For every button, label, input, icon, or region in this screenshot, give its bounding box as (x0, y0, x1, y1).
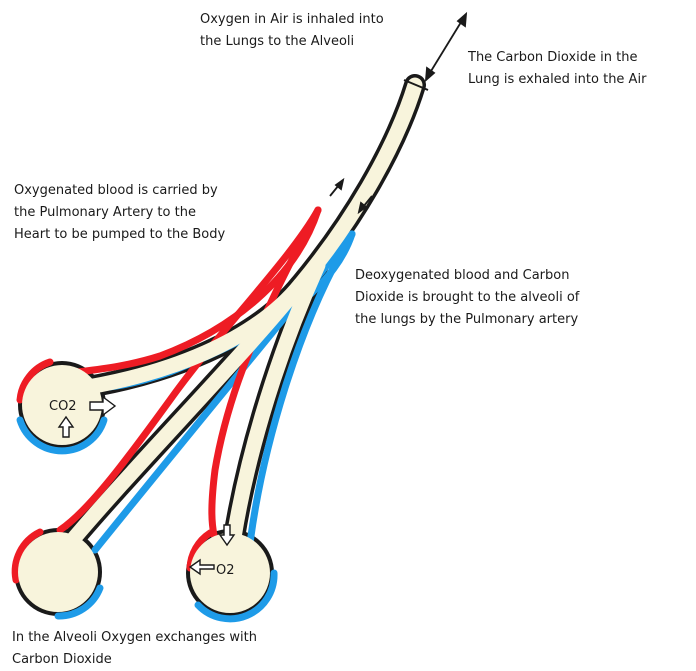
o2-label: O2 (216, 563, 235, 578)
co2-label: CO2 (49, 399, 77, 414)
exhale-line-2: Lung is exhaled into the Air (468, 69, 646, 91)
oxygenated-line-1: Oxygenated blood is carried by (14, 180, 225, 202)
oxygenated-blood-label: Oxygenated blood is carried by the Pulmo… (14, 180, 225, 246)
exchange-line-2: Carbon Dioxide (12, 649, 257, 671)
deoxygenated-line-2: Dioxide is brought to the alveoli of (355, 287, 579, 309)
alveolus-2 (18, 532, 98, 612)
exhale-line-1: The Carbon Dioxide in the (468, 47, 646, 69)
inhale-line-2: the Lungs to the Alveoli (200, 31, 384, 53)
inhale-line-1: Oxygen in Air is inhaled into (200, 9, 384, 31)
exhale-label: The Carbon Dioxide in the Lung is exhale… (468, 47, 646, 91)
deoxygenated-blood-label: Deoxygenated blood and Carbon Dioxide is… (355, 265, 579, 331)
inhale-label: Oxygen in Air is inhaled into the Lungs … (200, 9, 384, 53)
deoxygenated-line-3: the lungs by the Pulmonary artery (355, 309, 579, 331)
exchange-line-1: In the Alveoli Oxygen exchanges with (12, 627, 257, 649)
oxygenated-line-3: Heart to be pumped to the Body (14, 224, 225, 246)
deoxygenated-line-1: Deoxygenated blood and Carbon (355, 265, 579, 287)
gas-exchange-label: In the Alveoli Oxygen exchanges with Car… (12, 627, 257, 671)
airway-tree (14, 80, 428, 619)
oxygenated-line-2: the Pulmonary Artery to the (14, 202, 225, 224)
